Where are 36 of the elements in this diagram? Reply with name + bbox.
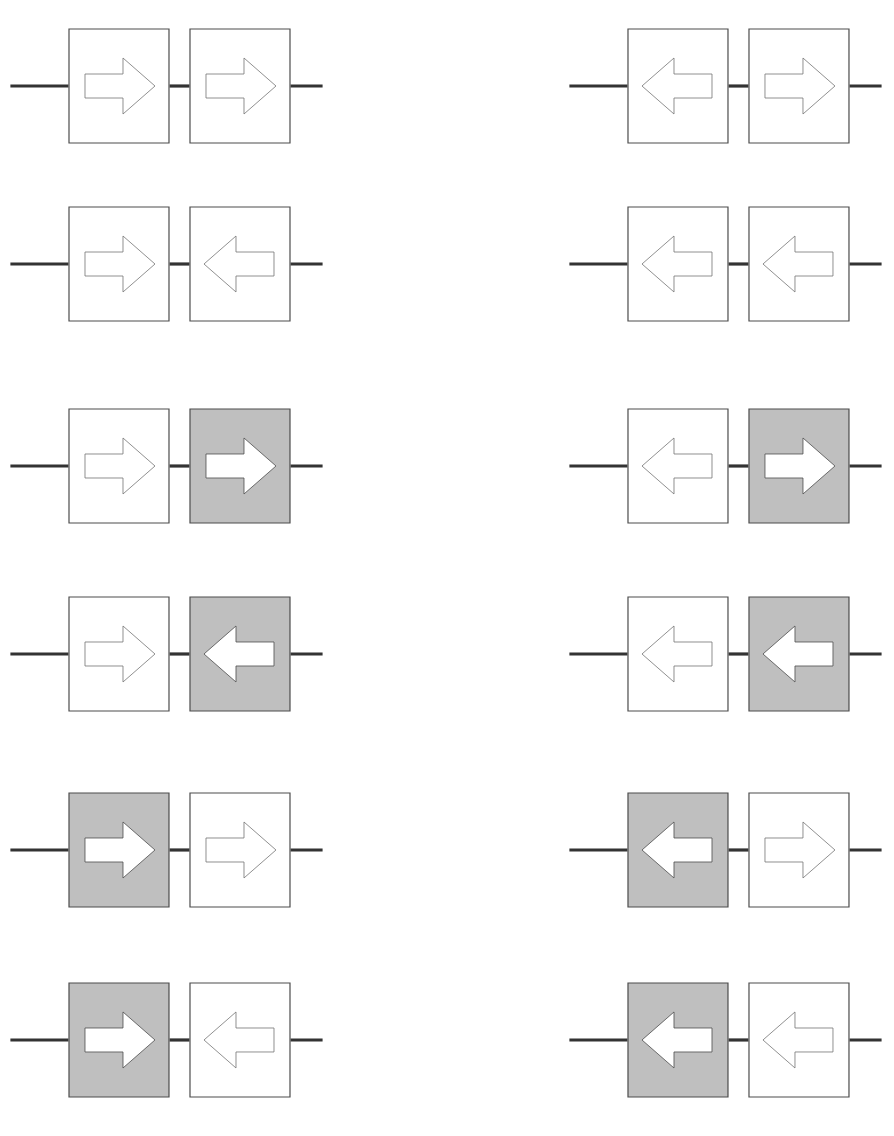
connector-line bbox=[569, 652, 628, 656]
connector-line bbox=[290, 1038, 323, 1042]
connector-line bbox=[10, 848, 69, 852]
connector-line bbox=[728, 262, 749, 266]
connector-line bbox=[10, 84, 69, 88]
connector-line bbox=[728, 848, 749, 852]
connector-line bbox=[290, 464, 323, 468]
connector-line bbox=[849, 652, 882, 656]
connector-line bbox=[169, 652, 190, 656]
connector-line bbox=[569, 848, 628, 852]
connector-line bbox=[849, 262, 882, 266]
connector-line bbox=[728, 652, 749, 656]
connector-line bbox=[849, 464, 882, 468]
connector-line bbox=[728, 464, 749, 468]
connector-line bbox=[728, 84, 749, 88]
connector-line bbox=[290, 652, 323, 656]
connector-line bbox=[290, 262, 323, 266]
connector-line bbox=[169, 1038, 190, 1042]
connector-line bbox=[169, 464, 190, 468]
connector-line bbox=[10, 262, 69, 266]
connector-line bbox=[849, 848, 882, 852]
connector-line bbox=[10, 464, 69, 468]
connector-line bbox=[290, 848, 323, 852]
connector-line bbox=[569, 464, 628, 468]
connector-line bbox=[290, 84, 323, 88]
connector-line bbox=[10, 652, 69, 656]
connector-line bbox=[169, 262, 190, 266]
connector-line bbox=[569, 262, 628, 266]
connector-line bbox=[169, 848, 190, 852]
connector-line bbox=[849, 1038, 882, 1042]
connector-line bbox=[10, 1038, 69, 1042]
connector-line bbox=[569, 84, 628, 88]
connector-line bbox=[728, 1038, 749, 1042]
connector-line bbox=[849, 84, 882, 88]
connector-line bbox=[569, 1038, 628, 1042]
connector-line bbox=[169, 84, 190, 88]
